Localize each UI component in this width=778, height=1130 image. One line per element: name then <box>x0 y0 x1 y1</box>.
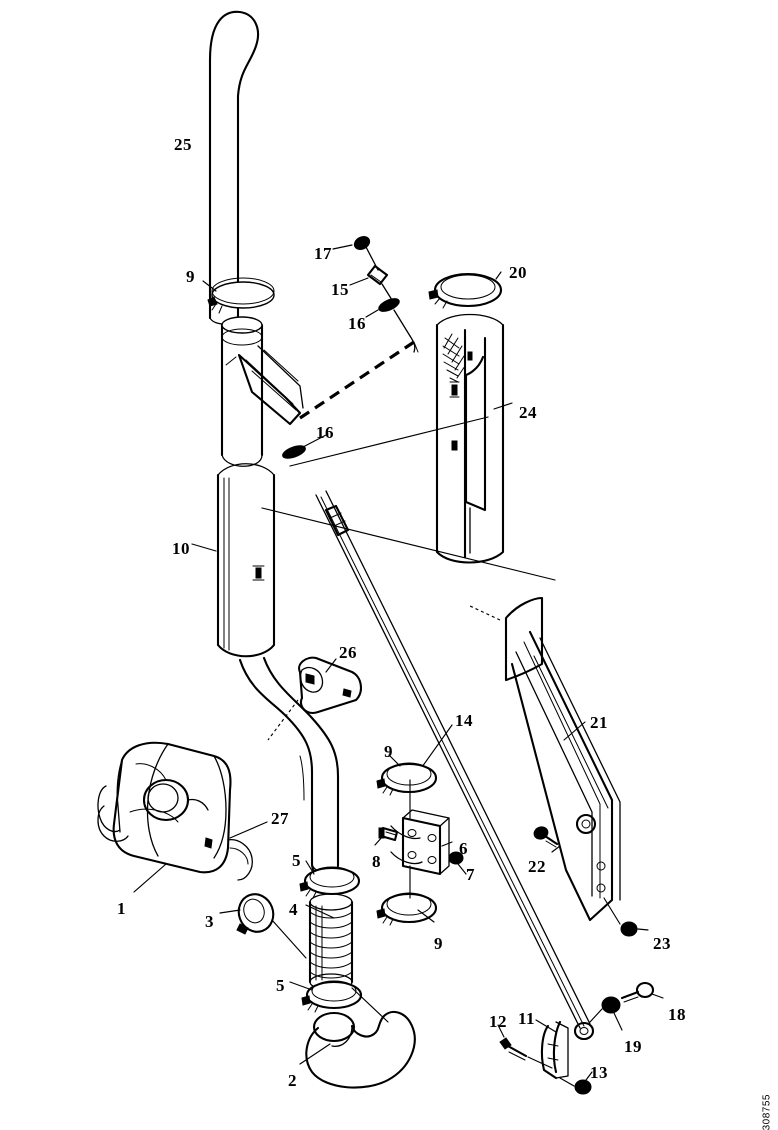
part-support-bracket-21 <box>469 596 621 922</box>
callout-17: 17 <box>314 244 332 263</box>
callout-7: 7 <box>466 865 475 884</box>
part-bolt-12 <box>497 1024 553 1069</box>
exhaust-system-drawing <box>97 10 664 1095</box>
part-clamp-9-low <box>376 892 438 926</box>
callout-13: 13 <box>590 1063 608 1082</box>
part-exhaust-elbow-2 <box>299 1010 416 1089</box>
part-muffler-body-1 <box>97 741 268 893</box>
part-nut-19 <box>589 996 623 1031</box>
drawing-reference-number: 308755 <box>761 1094 772 1130</box>
part-bolt-8 <box>374 826 399 846</box>
callout-26: 26 <box>339 643 357 662</box>
part-muffler-10 <box>191 454 276 658</box>
callout-9-mid: 9 <box>384 742 393 761</box>
parts-diagram-sheet: 25 9 17 15 16 20 24 16 10 26 14 21 9 27 … <box>97 10 772 1130</box>
part-downpipe <box>238 656 340 880</box>
callout-8: 8 <box>372 852 381 871</box>
callout-16-lower: 16 <box>316 423 334 442</box>
leader-long-diag <box>261 507 556 581</box>
callout-25: 25 <box>174 135 192 154</box>
leader-shield-to-muffler <box>289 416 489 467</box>
callout-20: 20 <box>509 263 527 282</box>
leader-elbow <box>351 987 389 1023</box>
part-clamp-5-lower <box>289 980 363 1013</box>
part-nut-13 <box>559 1071 593 1095</box>
callout-19: 19 <box>624 1037 642 1056</box>
part-flange-3 <box>219 893 307 959</box>
hidden-centerline <box>299 340 415 420</box>
part-resonator-26 <box>267 656 362 741</box>
callout-1: 1 <box>117 899 126 918</box>
callout-15: 15 <box>331 280 349 299</box>
callout-12: 12 <box>489 1012 507 1031</box>
callout-3: 3 <box>205 912 214 931</box>
part-exhaust-stack <box>208 10 260 325</box>
part-heat-shield-24 <box>435 313 513 564</box>
part-clamp-20 <box>428 271 503 309</box>
part-mounting-plate-6 <box>390 779 453 899</box>
part-bolt-18 <box>620 981 664 1003</box>
part-nut-7 <box>448 851 467 875</box>
part-clamp-5-upper <box>299 860 361 899</box>
callout-14: 14 <box>455 711 473 730</box>
callout-16-upper: 16 <box>348 314 366 333</box>
callout-27: 27 <box>271 809 289 828</box>
part-washer-16b <box>282 433 329 459</box>
part-muffler-inlet <box>220 316 304 457</box>
callout-9-stack: 9 <box>186 267 195 286</box>
callout-21: 21 <box>590 713 608 732</box>
part-bolt-23 <box>603 897 649 937</box>
callout-24: 24 <box>519 403 537 422</box>
callout-23: 23 <box>653 934 671 953</box>
callout-22: 22 <box>528 857 546 876</box>
part-clamp-9-top <box>202 277 275 314</box>
part-clamp-9-mid <box>376 754 438 796</box>
part-bolt-22 <box>533 826 561 853</box>
part-flex-pipe-4 <box>305 893 354 991</box>
part-bracket-11 <box>535 1019 569 1080</box>
callout-9-low: 9 <box>434 934 443 953</box>
part-fasteners-17-15-16 <box>332 236 416 353</box>
callout-5-upper: 5 <box>292 851 301 870</box>
callout-2: 2 <box>288 1071 297 1090</box>
callout-10: 10 <box>172 539 190 558</box>
callout-4: 4 <box>289 900 298 919</box>
part-tie-rod-14 <box>315 490 595 1041</box>
callout-11: 11 <box>518 1009 536 1028</box>
callout-18: 18 <box>668 1005 686 1024</box>
callout-5-lower: 5 <box>276 976 285 995</box>
callout-6: 6 <box>459 839 468 858</box>
